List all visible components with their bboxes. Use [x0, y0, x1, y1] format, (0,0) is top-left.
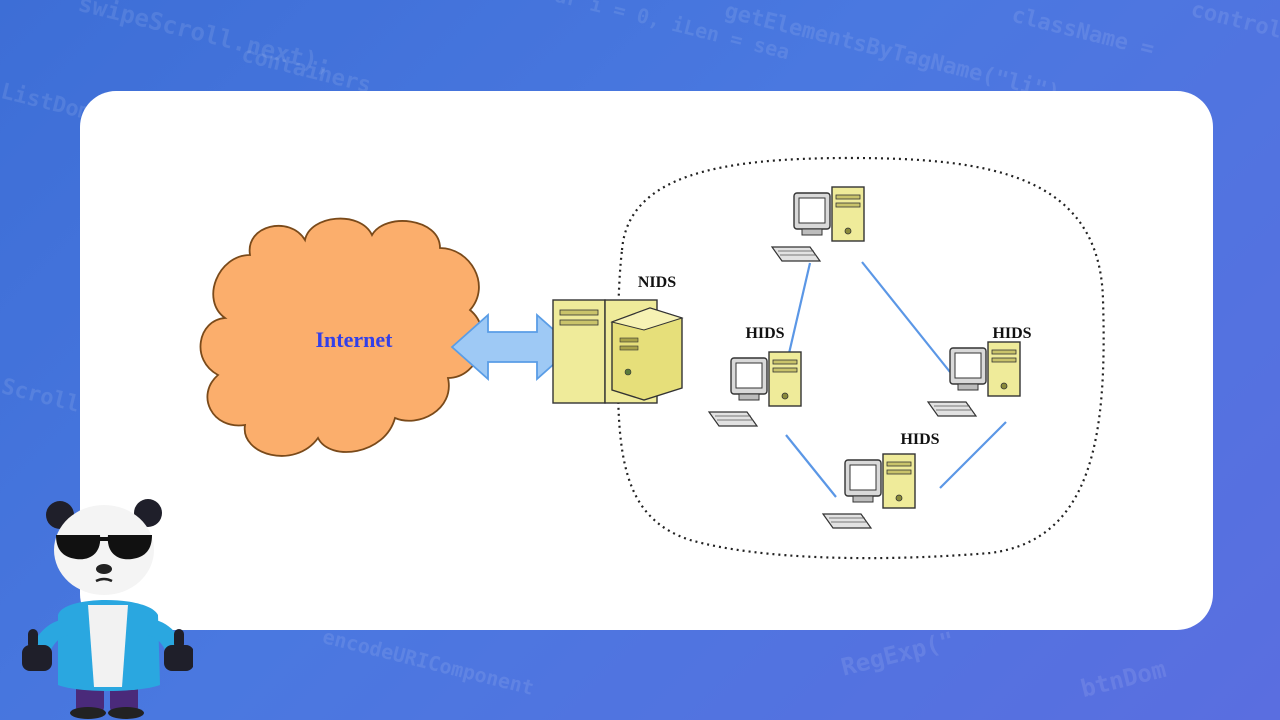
- host-pc-right-icon: [927, 341, 1021, 417]
- diagram-card: Internet NIDS: [80, 91, 1213, 630]
- host-pc-bottom-icon: [822, 453, 916, 529]
- background-code-7: RegExp(": [838, 626, 958, 682]
- background-code-1: swipeScroll.next);: [75, 0, 335, 80]
- internet-label: Internet: [316, 327, 394, 352]
- background-code-5: className =: [1009, 2, 1157, 63]
- panda-mascot: [22, 499, 193, 719]
- background-code-8: encodeURIComponent: [320, 624, 537, 700]
- hids-label-bottom: HIDS: [900, 431, 939, 448]
- nids-server-icon: [552, 299, 684, 404]
- nids-label: NIDS: [638, 274, 676, 291]
- hids-label-right: HIDS: [992, 325, 1031, 342]
- background-code-6: control: [1188, 0, 1280, 44]
- internet-cloud: [199, 217, 484, 457]
- network-links: [785, 261, 1007, 498]
- background-code-9: btnDom: [1077, 654, 1169, 704]
- host-pc-left-icon: [708, 351, 802, 427]
- host-pc-top-icon: [771, 186, 865, 262]
- network-boundary: [616, 156, 1105, 560]
- background-code-4: var i = 0, iLen = sea: [540, 0, 793, 65]
- hids-label-left: HIDS: [745, 325, 784, 342]
- network-diagram: Internet NIDS: [199, 156, 1105, 560]
